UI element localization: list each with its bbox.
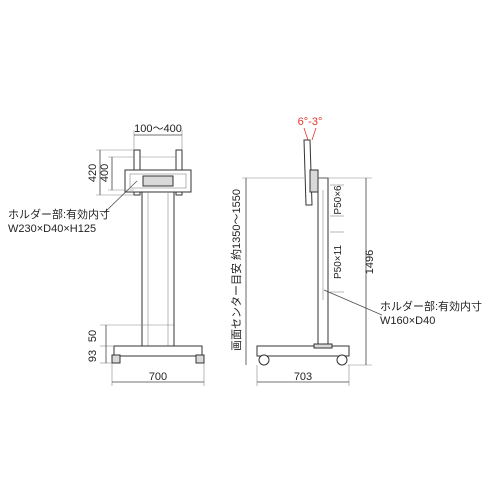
side-p50x11-label: P50×11: [333, 245, 344, 279]
side-tilt-marker: [303, 127, 317, 141]
front-holder: [124, 169, 192, 193]
front-view: 100〜400 420 400 ホルダー部:有効内寸 W230×D40×H125…: [8, 123, 205, 386]
side-center-height-dimension: 画面センター目安 約1350〜1550: [229, 177, 304, 365]
front-height-400-label: 400: [99, 164, 111, 182]
side-holder-callout: ホルダー部:有効内寸 W160×D40: [323, 289, 482, 327]
front-base-height-dimension: 50 93: [87, 324, 142, 364]
side-pole: [317, 177, 329, 347]
side-total-height-dimension: 1496: [318, 177, 376, 366]
front-base-width-label: 700: [149, 371, 167, 383]
side-total-height-label: 1496: [364, 250, 376, 274]
front-pole: [141, 191, 175, 347]
front-height-dimension: 420 400: [87, 149, 134, 196]
front-width-range-label: 100〜400: [134, 123, 182, 135]
side-holder-label-line2: W160×D40: [380, 315, 435, 327]
front-dim-50-label: 50: [87, 330, 99, 342]
side-p50x6-label: P50×6: [333, 185, 344, 215]
side-base-depth-dimension: 703: [256, 365, 350, 386]
side-holder-label-line1: ホルダー部:有効内寸: [380, 299, 482, 313]
side-view: 6°-3° P50×6 P50×11: [229, 116, 482, 386]
side-tilt-label: 6°-3°: [298, 116, 323, 128]
side-hole-brackets: [330, 184, 344, 293]
front-width-dimension: 100〜400: [133, 123, 183, 150]
side-display-plate: [303, 139, 319, 206]
side-base: [256, 343, 350, 366]
side-center-height-label: 画面センター目安 約1350〜1550: [229, 189, 243, 351]
front-holder-label-line2: W230×D40×H125: [8, 223, 96, 235]
front-height-420-label: 420: [87, 164, 99, 182]
front-base-width-dimension: 700: [111, 363, 205, 386]
front-holder-callout: ホルダー部:有効内寸 W230×D40×H125: [8, 180, 138, 235]
front-dim-93-label: 93: [87, 350, 99, 362]
front-holder-label-line1: ホルダー部:有効内寸: [8, 207, 110, 221]
side-base-depth-label: 703: [294, 371, 312, 383]
front-base: [111, 345, 205, 364]
